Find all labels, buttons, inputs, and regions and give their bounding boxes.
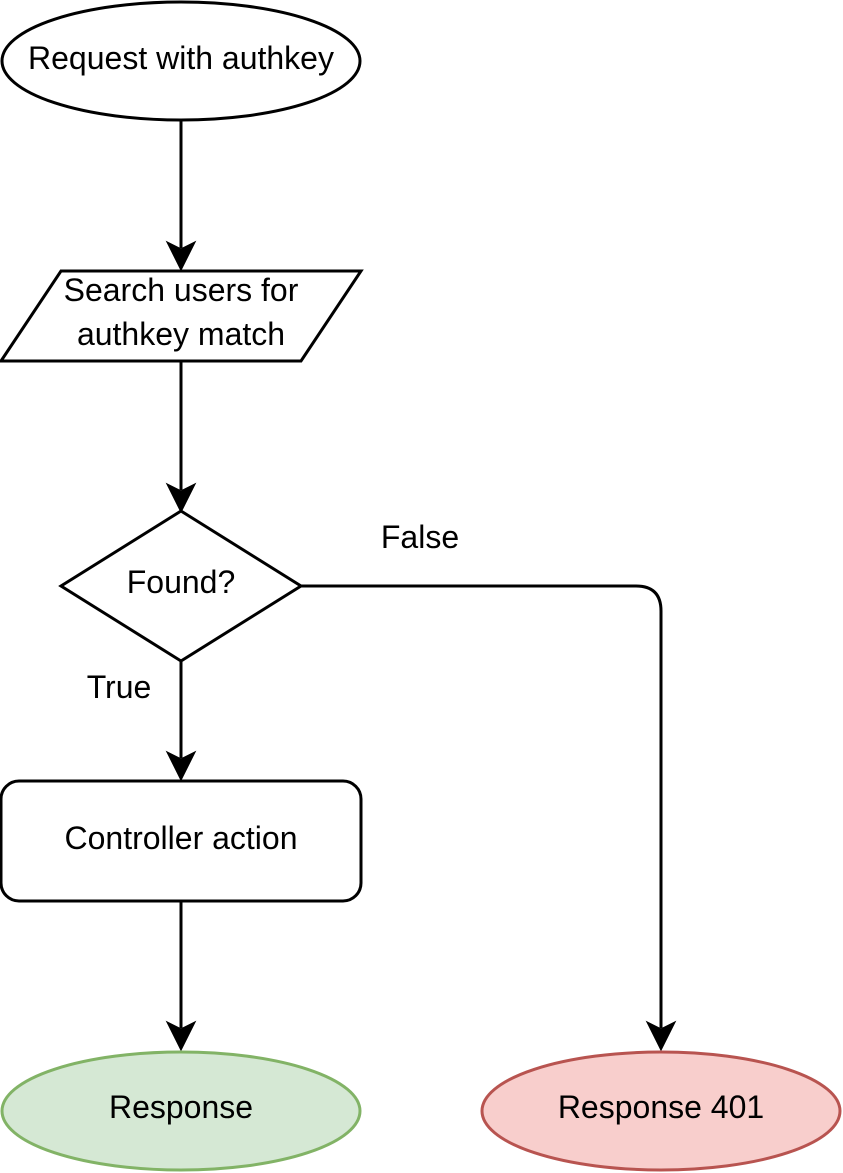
true-edge-label: True — [87, 669, 152, 705]
node-decision: Found? — [58, 509, 304, 663]
edge-controller-to-response — [165, 901, 197, 1052]
response401-label: Response 401 — [558, 1089, 764, 1125]
response-label: Response — [109, 1089, 253, 1125]
search-label-line1: Search users for — [64, 272, 299, 308]
edge-request-to-search — [165, 121, 197, 272]
node-request: Request with authkey — [0, 0, 362, 122]
response401-ellipse — [480, 1050, 842, 1172]
node-controller: Controller action — [0, 779, 363, 903]
request-label: Request with authkey — [28, 40, 334, 76]
node-response: Response — [0, 1050, 362, 1172]
search-label-line2: authkey match — [77, 316, 285, 352]
request-ellipse — [0, 0, 362, 122]
false-edge-label: False — [381, 519, 459, 555]
node-response401: Response 401 — [480, 1050, 842, 1172]
edge-decision-to-controller — [165, 661, 197, 782]
node-search: Search users for authkey match — [0, 269, 364, 363]
search-parallelogram — [0, 269, 364, 363]
decision-label: Found? — [127, 564, 236, 600]
response-ellipse — [0, 1050, 362, 1172]
decision-diamond — [58, 509, 304, 663]
edge-decision-to-response401 — [301, 584, 677, 1052]
controller-rect — [0, 779, 363, 903]
edge-search-to-decision — [165, 361, 197, 514]
controller-label: Controller action — [65, 820, 298, 856]
